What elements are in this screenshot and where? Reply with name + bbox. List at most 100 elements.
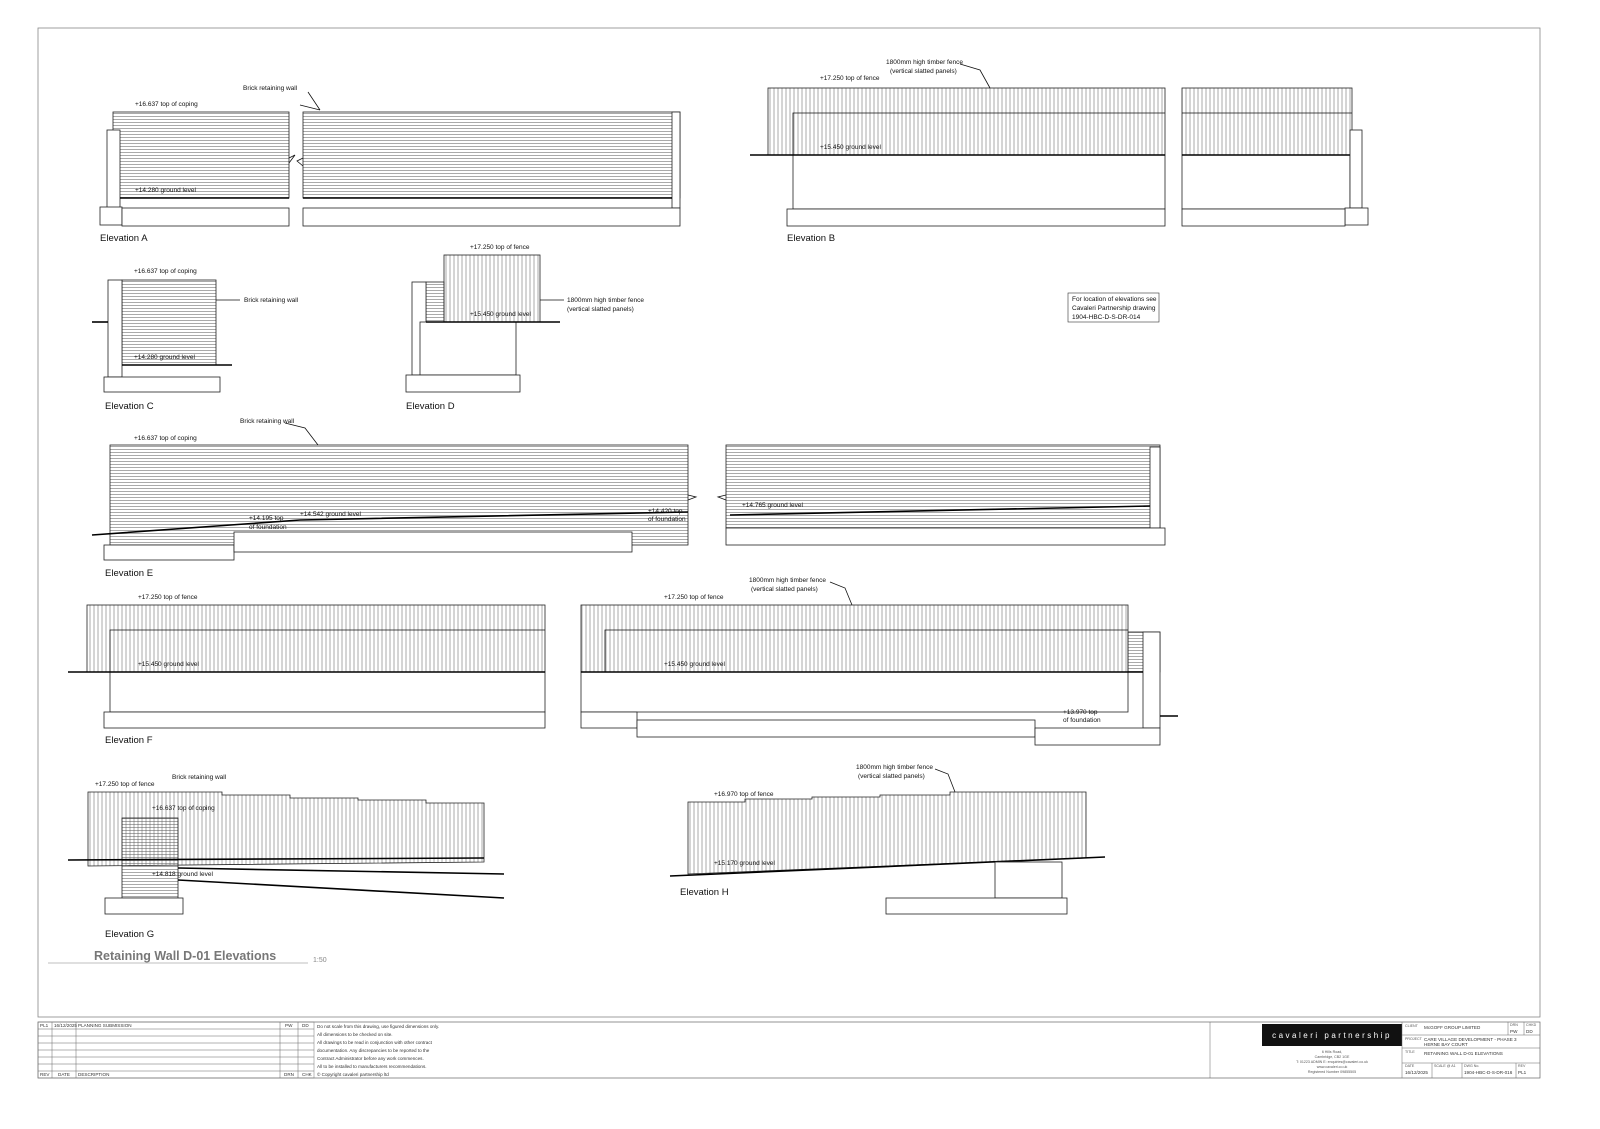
svg-text:T: 01223 ADMIN E: enquiries@c: T: 01223 ADMIN E: enquiries@cavaleri.co.… bbox=[1296, 1060, 1368, 1064]
svg-text:cavaleri partnership: cavaleri partnership bbox=[1272, 1031, 1392, 1040]
svg-text:SCALE @ A1: SCALE @ A1 bbox=[1434, 1064, 1456, 1068]
svg-text:PL1: PL1 bbox=[40, 1023, 49, 1028]
svg-text:RETAINING WALL D-01 ELEVATIONS: RETAINING WALL D-01 ELEVATIONS bbox=[1424, 1051, 1503, 1056]
svg-text:Brick retaining wall: Brick retaining wall bbox=[172, 774, 227, 781]
svg-text:+16.637 top of coping: +16.637 top of coping bbox=[134, 268, 197, 275]
svg-text:(vertical slatted panels): (vertical slatted panels) bbox=[858, 773, 925, 780]
svg-text:PW: PW bbox=[285, 1023, 293, 1028]
svg-text:+13.970 top: +13.970 top bbox=[1063, 709, 1098, 716]
svg-text:+16.637 top of coping: +16.637 top of coping bbox=[134, 435, 197, 442]
svg-text:PROJECT: PROJECT bbox=[1405, 1037, 1423, 1041]
svg-text:+17.250 top of fence: +17.250 top of fence bbox=[820, 75, 880, 82]
svg-text:+15.450 ground level: +15.450 ground level bbox=[470, 311, 531, 318]
svg-text:+17.250 top of fence: +17.250 top of fence bbox=[138, 594, 198, 601]
svg-text:1800mm high timber fence: 1800mm high timber fence bbox=[749, 577, 826, 584]
svg-text:For location of elevations see: For location of elevations see bbox=[1072, 296, 1157, 303]
svg-text:+15.450 ground level: +15.450 ground level bbox=[664, 661, 725, 668]
elevation-a-label: Elevation A bbox=[100, 233, 148, 244]
svg-text:Brick retaining wall: Brick retaining wall bbox=[244, 297, 299, 304]
svg-text:1800mm high timber fence: 1800mm high timber fence bbox=[886, 59, 963, 66]
svg-text:DATE: DATE bbox=[1405, 1064, 1415, 1068]
elevation-a: Brick retaining wall +16.637 top of copi… bbox=[99, 85, 681, 244]
svg-text:CHKD: CHKD bbox=[1526, 1023, 1537, 1027]
svg-text:Cambridge, CB2 1GE: Cambridge, CB2 1GE bbox=[1315, 1055, 1350, 1059]
svg-text:DESCRIPTION: DESCRIPTION bbox=[78, 1072, 109, 1077]
elevation-g-label: Elevation G bbox=[105, 929, 154, 940]
elevation-f-label: Elevation F bbox=[105, 735, 153, 746]
elevation-g: +17.250 top of fence Brick retaining wal… bbox=[67, 774, 505, 940]
drawing-scale: 1:50 bbox=[313, 957, 327, 964]
svg-text:1904-HBC-D-S-DR-016: 1904-HBC-D-S-DR-016 bbox=[1464, 1070, 1513, 1075]
svg-text:PLANNING SUBMISSION: PLANNING SUBMISSION bbox=[78, 1023, 132, 1028]
svg-text:Registered Number 09855505: Registered Number 09855505 bbox=[1308, 1070, 1356, 1074]
drawing-title: Retaining Wall D-01 Elevations bbox=[94, 949, 276, 963]
svg-text:REV: REV bbox=[40, 1072, 50, 1077]
svg-text:+17.250 top of fence: +17.250 top of fence bbox=[664, 594, 724, 601]
svg-text:McGOFF GROUP LIMITED: McGOFF GROUP LIMITED bbox=[1424, 1025, 1481, 1030]
svg-text:All dimensions to be checked o: All dimensions to be checked on site. bbox=[317, 1032, 393, 1037]
revision-table: PL1 16/12/2025 PLANNING SUBMISSION PW DD… bbox=[37, 1021, 315, 1079]
elevation-h: 1800mm high timber fence (vertical slatt… bbox=[669, 764, 1106, 915]
elevation-d-label: Elevation D bbox=[406, 401, 455, 412]
svg-text:HERNE BAY COURT: HERNE BAY COURT bbox=[1424, 1042, 1468, 1047]
svg-text:+16.637 top of coping: +16.637 top of coping bbox=[135, 101, 198, 108]
location-note: For location of elevations see Cavaleri … bbox=[1067, 292, 1160, 323]
svg-text:TITLE: TITLE bbox=[1405, 1050, 1415, 1054]
svg-text:PL1: PL1 bbox=[1518, 1070, 1527, 1075]
elevation-e-label: Elevation E bbox=[105, 568, 153, 579]
svg-text:Contract Administrator before: Contract Administrator before any work c… bbox=[317, 1056, 424, 1061]
svg-text:1800mm high timber fence: 1800mm high timber fence bbox=[856, 764, 933, 771]
svg-text:+14.420 top: +14.420 top bbox=[648, 508, 683, 515]
svg-text:+14.818 ground level: +14.818 ground level bbox=[152, 871, 213, 878]
elevation-b: 1800mm high timber fence (vertical slatt… bbox=[750, 59, 1369, 244]
svg-text:+14.765 ground level: +14.765 ground level bbox=[742, 502, 803, 509]
elevation-c-label: Elevation C bbox=[105, 401, 154, 412]
project-info: CLIENT McGOFF GROUP LIMITED DRN PW CHKD … bbox=[1401, 1022, 1540, 1078]
svg-text:6 Hills Road,: 6 Hills Road, bbox=[1322, 1050, 1342, 1054]
svg-text:+16.970 top of fence: +16.970 top of fence bbox=[714, 791, 774, 798]
elevation-c: +16.637 top of coping Brick retaining wa… bbox=[92, 268, 299, 412]
title-block: PL1 16/12/2025 PLANNING SUBMISSION PW DD… bbox=[37, 1021, 1541, 1079]
svg-text:REV: REV bbox=[1518, 1064, 1526, 1068]
svg-text:1800mm high timber fence: 1800mm high timber fence bbox=[567, 297, 644, 304]
svg-text:DWG No.: DWG No. bbox=[1464, 1064, 1479, 1068]
svg-text:+14.280 ground level: +14.280 ground level bbox=[134, 354, 195, 361]
svg-text:Cavaleri Partnership drawing: Cavaleri Partnership drawing bbox=[1072, 305, 1156, 312]
elevation-b-label: Elevation B bbox=[787, 233, 835, 244]
svg-text:1904-HBC-D-S-DR-014: 1904-HBC-D-S-DR-014 bbox=[1072, 314, 1141, 321]
svg-text:© Copyright cavaleri partnersh: © Copyright cavaleri partnership ltd bbox=[317, 1071, 389, 1077]
svg-text:of foundation: of foundation bbox=[249, 524, 287, 531]
svg-text:+14.542 ground level: +14.542 ground level bbox=[300, 511, 361, 518]
svg-text:(vertical slatted panels): (vertical slatted panels) bbox=[567, 306, 634, 313]
elevation-d: +17.250 top of fence 1800mm high timber … bbox=[405, 244, 644, 412]
elevation-e: Brick retaining wall +16.637 top of copi… bbox=[91, 418, 1166, 579]
sheet-border bbox=[37, 27, 1541, 1018]
company-logo: cavaleri partnership 6 Hills Road, Cambr… bbox=[1262, 1024, 1402, 1074]
svg-text:+16.637 top of coping: +16.637 top of coping bbox=[152, 805, 215, 812]
svg-text:All to be installed to manufac: All to be installed to manufacturers rec… bbox=[317, 1064, 427, 1069]
general-notes: Do not scale from this drawing, use figu… bbox=[317, 1024, 439, 1077]
svg-text:of foundation: of foundation bbox=[1063, 717, 1101, 724]
svg-text:+15.450 ground level: +15.450 ground level bbox=[820, 144, 881, 151]
svg-text:+14.280 ground level: +14.280 ground level bbox=[135, 187, 196, 194]
svg-text:PW: PW bbox=[1510, 1029, 1518, 1034]
svg-text:www.cavaleri.co.uk: www.cavaleri.co.uk bbox=[1317, 1065, 1348, 1069]
svg-text:16/12/2025: 16/12/2025 bbox=[54, 1023, 77, 1028]
svg-text:(vertical slatted panels): (vertical slatted panels) bbox=[890, 68, 957, 75]
svg-text:CLIENT: CLIENT bbox=[1405, 1024, 1419, 1028]
svg-text:All drawings to be read in con: All drawings to be read in conjunction w… bbox=[317, 1040, 433, 1045]
svg-text:DRN: DRN bbox=[1510, 1023, 1518, 1027]
svg-text:16/12/2025: 16/12/2025 bbox=[1405, 1070, 1428, 1075]
svg-text:Brick retaining wall: Brick retaining wall bbox=[243, 85, 298, 92]
svg-text:+15.450 ground level: +15.450 ground level bbox=[138, 661, 199, 668]
svg-text:CHK: CHK bbox=[302, 1072, 313, 1077]
svg-text:+17.250 top of fence: +17.250 top of fence bbox=[470, 244, 530, 251]
svg-text:Brick retaining wall: Brick retaining wall bbox=[240, 418, 295, 425]
svg-text:DD: DD bbox=[1526, 1029, 1533, 1034]
svg-text:documentation. Any discrepanci: documentation. Any discrepancies to be r… bbox=[317, 1048, 430, 1053]
svg-text:DRN: DRN bbox=[284, 1072, 294, 1077]
elevation-h-label: Elevation H bbox=[680, 887, 729, 898]
svg-text:DD: DD bbox=[302, 1023, 309, 1028]
svg-text:CARE VILLAGE DEVELOPMENT - PHA: CARE VILLAGE DEVELOPMENT - PHASE 3 bbox=[1424, 1037, 1517, 1042]
